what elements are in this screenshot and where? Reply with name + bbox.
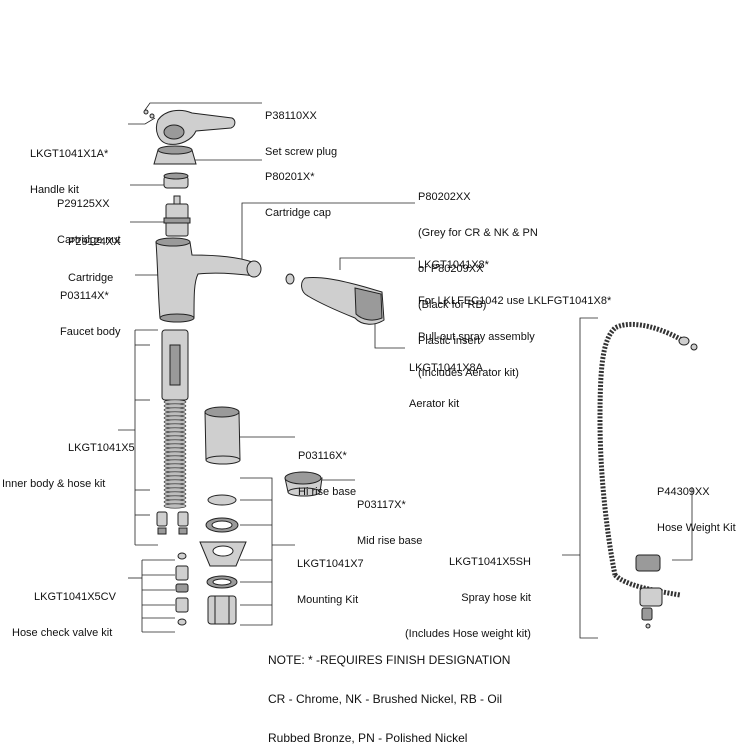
pullout-spray-line-3: Pull-out spray assembly: [418, 331, 535, 343]
handle-kit-part: [143, 109, 236, 145]
plastic-insert-line-2: (Grey for CR & NK & PN: [418, 227, 538, 239]
handle-kit-description: Handle kit: [30, 184, 79, 196]
cartridge-nut-part-number: P29125XX: [57, 198, 110, 210]
cartridge-nut-part: [163, 172, 189, 189]
finish-note-line-3: Rubbed Bronze, PN - Polished Nickel: [268, 731, 468, 745]
faucet-body-label: P03114X* Faucet body: [60, 266, 121, 350]
cartridge-cap-part-number: P80201X*: [265, 171, 315, 183]
inner-body-label: LKGT1041X5 Inner body & hose kit: [2, 418, 135, 502]
aerator-kit-part-number: LKGT1041X8A: [409, 362, 483, 374]
pullout-spray-line-1: LKGT1041X8*: [418, 259, 489, 271]
finish-note-line-2: CR - Chrome, NK - Brushed Nickel, RB - O…: [268, 692, 503, 706]
spray-hose-kit-line-2: Spray hose kit: [461, 592, 531, 604]
faucet-body-part-number: P03114X*: [60, 290, 109, 302]
hi-rise-base-part-number: P03116X*: [298, 450, 347, 462]
inner-body-part-number: LKGT1041X5: [68, 442, 135, 454]
cartridge-cap-description: Cartridge cap: [265, 207, 332, 219]
leader-lines: [118, 102, 693, 639]
spray-hose-kit-line-1: LKGT1041X5SH: [449, 556, 531, 568]
hi-rise-base-description: Hi rise base: [298, 486, 357, 498]
handle-kit-label: LKGT1041X1A* Handle kit: [30, 124, 108, 208]
pullout-spray-line-4: (Includes Aerator kit): [418, 367, 519, 379]
hose-check-valve-part-number: LKGT1041X5CV: [34, 591, 116, 603]
faucet-body-part: [155, 237, 262, 323]
pullout-spray-part: [285, 273, 385, 325]
mid-rise-base-part-number: P03117X*: [357, 499, 406, 511]
spray-hose-part: [597, 321, 698, 629]
mounting-kit-description: Mounting Kit: [297, 594, 359, 606]
mid-rise-base-description: Mid rise base: [357, 535, 423, 547]
finish-note: NOTE: * -REQUIRES FINISH DESIGNATION CR …: [268, 628, 510, 750]
set-screw-plug-description: Set screw plug: [265, 146, 338, 158]
cartridge-label: P29124XX Cartridge: [68, 212, 121, 296]
plastic-insert-line-3: or P80209XX: [418, 263, 484, 275]
finish-note-line-1: NOTE: * -REQUIRES FINISH DESIGNATION: [268, 653, 511, 667]
set-screw-plug-label: P38110XX Set screw plug: [265, 86, 337, 170]
aerator-kit-label: LKGT1041X8A Aerator kit: [409, 338, 483, 422]
hose-weight-kit-description: Hose Weight Kit: [657, 522, 736, 534]
pullout-spray-line-2: For LKLFEC1042 use LKLFGT1041X8*: [418, 295, 612, 307]
mounting-kit-part-number: LKGT1041X7: [297, 558, 364, 570]
cartridge-part-number: P29124XX: [68, 236, 121, 248]
set-screw-plug-part-number: P38110XX: [265, 110, 317, 122]
mounting-kit-label: LKGT1041X7 Mounting Kit: [297, 534, 364, 618]
hi-rise-base-part: [204, 406, 241, 465]
plastic-insert-line-4: (Black for RB): [418, 299, 487, 311]
hose-weight-kit-label: P44309XX Hose Weight Kit: [657, 462, 736, 546]
cartridge-cap-label: P80201X* Cartridge cap: [265, 147, 331, 231]
hose-check-valve-part: [175, 552, 189, 626]
hose-weight-kit-part-number: P44309XX: [657, 486, 710, 498]
cartridge-nut-description: Cartridge nut: [57, 234, 121, 246]
hose-coil: [163, 503, 187, 509]
cartridge-nut-label: P29125XX Cartridge nut: [57, 174, 121, 258]
spray-hose-kit-label: LKGT1041X5SH Spray hose kit (Includes Ho…: [405, 532, 531, 652]
faucet-body-description: Faucet body: [60, 326, 121, 338]
mid-rise-base-label: P03117X* Mid rise base: [357, 475, 422, 559]
plastic-insert-label: P80202XX (Grey for CR & NK & PN or P8020…: [418, 167, 538, 359]
plastic-insert-line-1: P80202XX: [418, 191, 471, 203]
spray-hose-kit-line-3: (Includes Hose weight kit): [405, 628, 531, 640]
mounting-kit-part: [199, 494, 247, 625]
plastic-insert-line-5: Plastic insert: [418, 335, 481, 347]
hose-check-valve-label: LKGT1041X5CV Hose check valve kit: [12, 567, 116, 651]
aerator-kit-description: Aerator kit: [409, 398, 460, 410]
hi-rise-base-label: P03116X* Hi rise base: [298, 426, 356, 510]
cartridge-cap-part: [153, 145, 197, 165]
mid-rise-base-part: [284, 471, 323, 497]
cartridge-part: [163, 195, 191, 237]
handle-kit-part-number: LKGT1041X1A*: [30, 148, 109, 160]
pullout-spray-label: LKGT1041X8* For LKLFEC1042 use LKLFGT104…: [418, 235, 611, 391]
inner-body-hose-part: [156, 329, 189, 535]
inner-body-description: Inner body & hose kit: [2, 478, 106, 490]
cartridge-description: Cartridge: [68, 272, 114, 284]
hose-check-valve-description: Hose check valve kit: [12, 627, 113, 639]
